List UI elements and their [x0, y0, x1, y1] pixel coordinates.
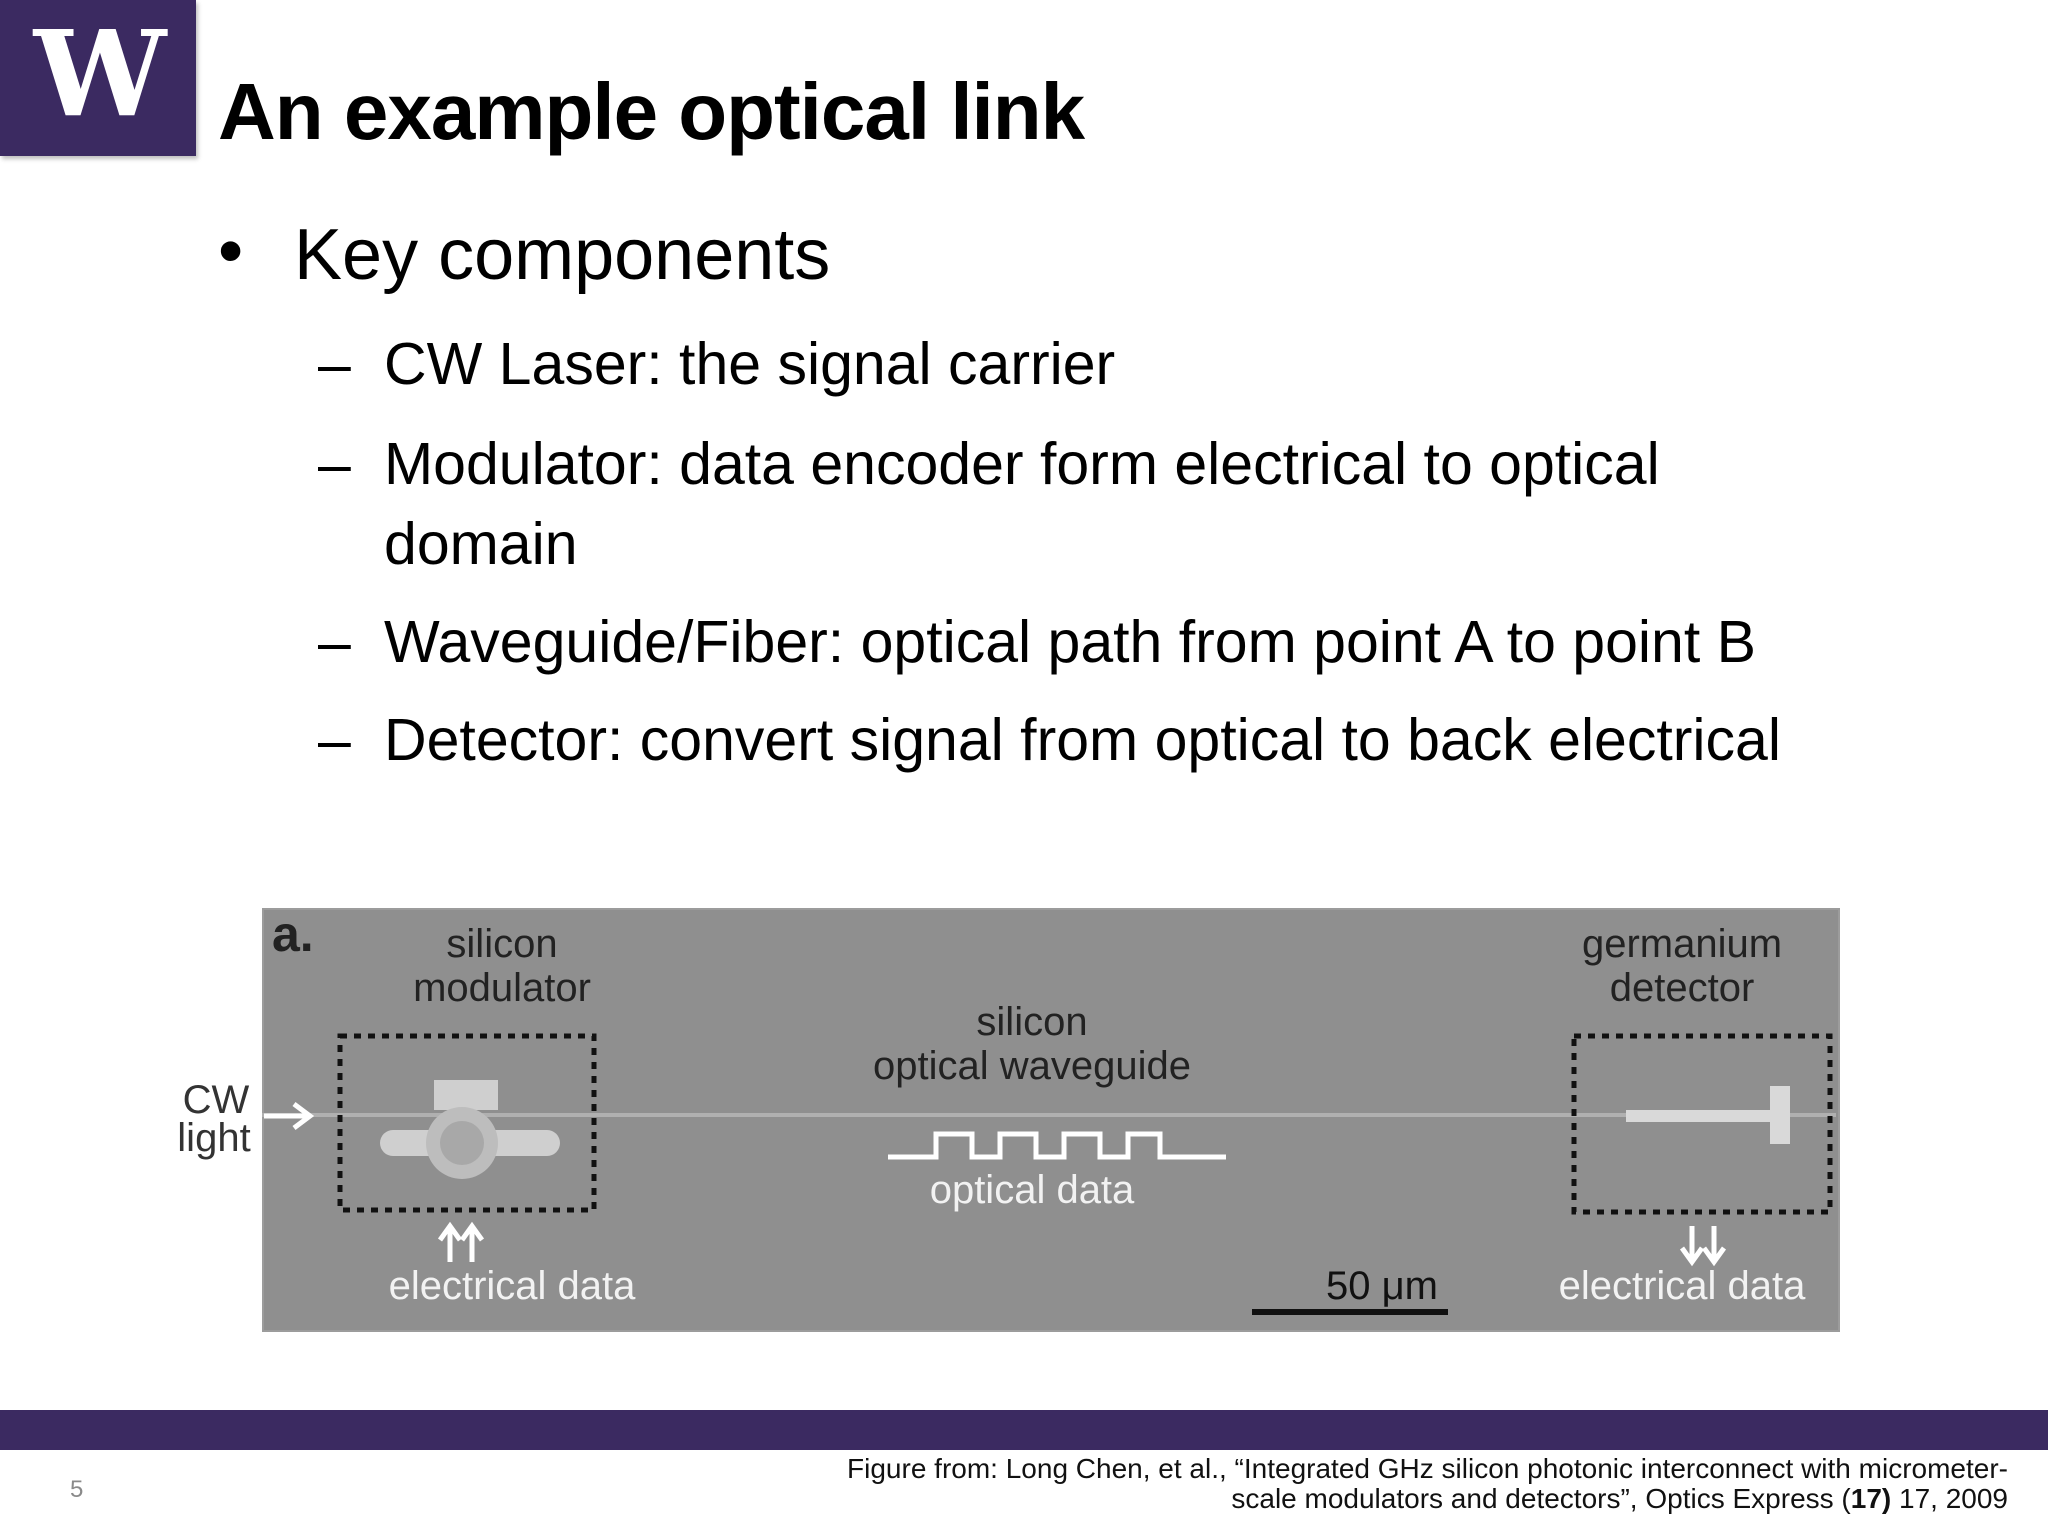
modulator-box: [337, 1033, 597, 1213]
waveguide-label-line2: optical waveguide: [873, 1044, 1191, 1088]
optical-data-label: optical data: [929, 1168, 1135, 1212]
bullet-text: Key components: [294, 215, 831, 295]
figure-citation: Figure from: Long Chen, et al., “Integra…: [847, 1454, 2008, 1514]
logo-letter: W: [33, 4, 167, 143]
page-number: 5: [70, 1476, 84, 1503]
optical-data-waveform: [888, 1131, 1226, 1160]
cw-label: CW: [182, 1078, 250, 1122]
modulator-device: [380, 1080, 560, 1179]
sub-item-text-line2: domain: [384, 511, 578, 577]
sub-marker: –: [318, 707, 351, 773]
detector-label: germanium detector: [1532, 922, 1832, 1010]
cw-light-arrow: [264, 1102, 315, 1130]
sub-item-text-line1: Modulator: data encoder form electrical …: [384, 431, 1660, 497]
scale-bar-label: 50 μm: [1326, 1264, 1438, 1308]
sub-marker: –: [318, 331, 351, 397]
detector-label-line2: detector: [1609, 966, 1755, 1010]
detector-box: [1571, 1033, 1833, 1215]
figure-panel-label: a.: [272, 906, 314, 962]
slide-title: An example optical link: [218, 67, 1085, 156]
citation-line2-b: 17, 2009: [1891, 1483, 2008, 1514]
sub-item-text: Detector: convert signal from optical to…: [384, 707, 1781, 773]
modulator-label-line1: silicon: [446, 922, 558, 966]
footer-bar: [0, 1410, 2048, 1450]
waveguide-label: silicon optical waveguide: [832, 1000, 1232, 1088]
electrical-data-left-label: electrical data: [388, 1264, 636, 1308]
waveguide-label-line1: silicon: [976, 1000, 1088, 1044]
figure-panel: [262, 908, 1840, 1332]
modulator-label-line2: modulator: [413, 966, 591, 1010]
electrical-data-right-label: electrical data: [1558, 1264, 1806, 1308]
detector-label-line1: germanium: [1581, 922, 1783, 966]
sub-item-text: Waveguide/Fiber: optical path from point…: [384, 609, 1756, 675]
citation-line1: Figure from: Long Chen, et al., “Integra…: [847, 1453, 2008, 1484]
optical-link-figure: a. silicon modulator germanium detector …: [166, 900, 1846, 1340]
sub-marker: –: [318, 431, 351, 497]
sub-marker: –: [318, 609, 351, 675]
figure-drawing: [262, 1033, 1836, 1315]
detector-device: [1626, 1086, 1790, 1144]
citation-line2-bold: 17): [1850, 1483, 1892, 1514]
light-label: light: [177, 1116, 251, 1160]
detector-output-arrows: [1679, 1226, 1727, 1267]
sub-item-text: CW Laser: the signal carrier: [384, 331, 1116, 397]
university-logo: W: [0, 0, 196, 156]
citation-line2-a: scale modulators and detectors”, Optics …: [1231, 1483, 1851, 1514]
modulator-label: silicon modulator: [362, 922, 642, 1010]
sub-item-text: Modulator: data encoder form electrical …: [384, 424, 1660, 584]
bullet-marker: •: [218, 211, 244, 291]
modulator-input-arrows: [437, 1221, 485, 1262]
